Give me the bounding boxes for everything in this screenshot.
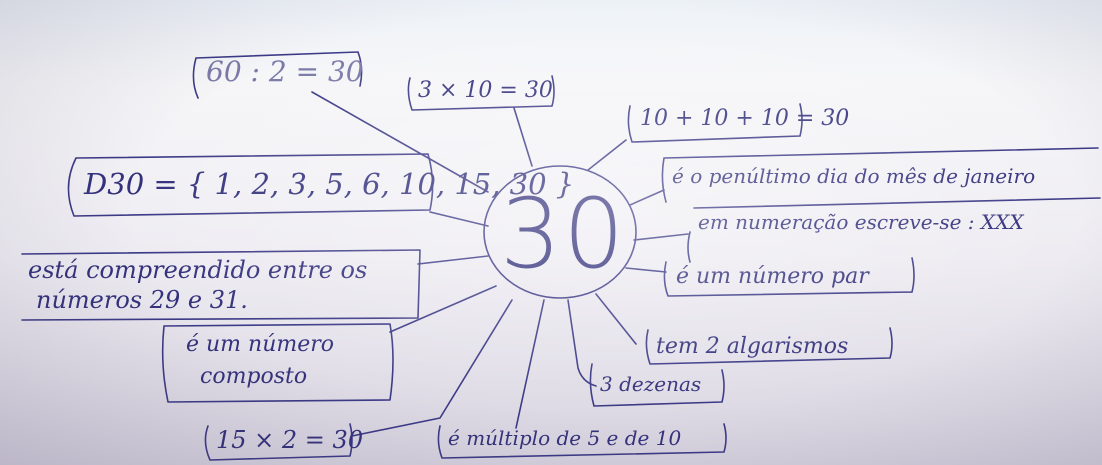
box-digits [645,327,893,365]
box-sum [627,103,803,143]
center-number: 30 [500,178,627,290]
box-composite [161,323,394,403]
box-multiple [437,423,727,459]
label-3x10: 3 × 10 = 30 [418,78,553,103]
box-between [21,249,421,321]
connector-div60 [311,91,489,193]
label-composite-1: é um número [186,332,335,357]
connector-digits [595,293,637,345]
label-between-2: números 29 e 31. [36,286,248,314]
connector-divisors [429,211,489,227]
label-roman: em numeração escreve-se : XXX [698,210,1024,234]
connector-multiple [515,299,545,429]
connector-15x2 [351,299,513,437]
connector-penultimate [629,189,665,206]
label-tens: 3 dezenas [600,372,702,396]
connector-sum [587,139,627,171]
label-multiple: é múltiplo de 5 e de 10 [448,426,682,450]
label-penultimate: é o penúltimo dia do mês de janeiro [672,164,1036,188]
connector-3x10 [513,107,533,167]
box-divisors [67,153,434,217]
box-15x2 [204,423,353,461]
box-roman [687,197,1101,263]
connector-roman [633,233,689,241]
center-circle [483,165,637,299]
box-even [663,257,915,297]
connector-between [417,255,489,265]
box-div60 [192,51,363,99]
box-3x10 [407,75,555,111]
connector-composite [389,285,497,333]
box-tens [589,363,725,407]
label-digits: tem 2 algarismos [656,334,849,359]
label-sum: 10 + 10 + 10 = 30 [640,106,850,131]
connector-even [625,267,667,273]
label-even: é um número par [676,264,869,289]
label-divisors: D30 = { 1, 2, 3, 5, 6, 10, 15, 30 } [84,167,575,201]
connector-tens [567,299,597,387]
label-between-1: está compreendido entre os [28,256,368,284]
label-15x2: 15 × 2 = 30 [216,426,364,454]
label-composite-2: composto [200,364,308,389]
box-penultimate [661,147,1099,203]
label-div60: 60 : 2 = 30 [206,55,364,88]
